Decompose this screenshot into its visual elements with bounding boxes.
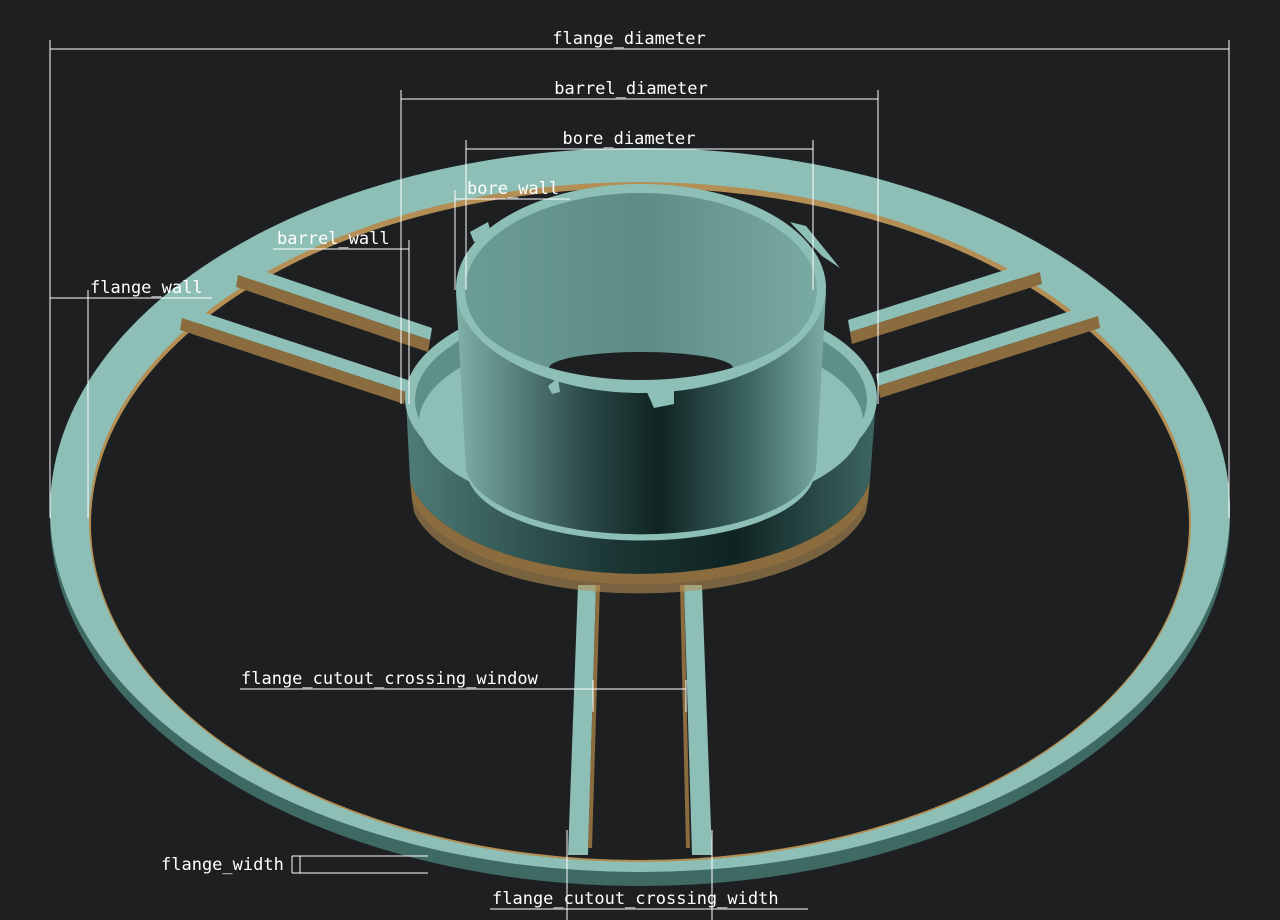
label-flange-cutout-crossing-width: flange_cutout_crossing_width	[492, 889, 779, 909]
label-bore-diameter: bore_diameter	[562, 129, 695, 149]
bore-tube	[456, 184, 840, 541]
dimension-barrel-diameter: barrel_diameter	[400, 79, 879, 404]
label-flange-cutout-crossing-window: flange_cutout_crossing_window	[241, 669, 539, 689]
dimension-flange-width: flange_width	[161, 855, 428, 875]
label-bore-wall: bore_wall	[467, 179, 559, 199]
dimension-flange-cutout-crossing-width: flange_cutout_crossing_width	[490, 830, 808, 920]
flange-spokes	[180, 262, 1100, 855]
label-flange-width: flange_width	[161, 855, 284, 875]
label-barrel-wall: barrel_wall	[277, 229, 390, 249]
dimension-bore-diameter: bore_diameter	[465, 129, 814, 290]
dimension-barrel-wall: barrel_wall	[273, 229, 410, 404]
label-flange-wall: flange_wall	[90, 278, 203, 298]
label-barrel-diameter: barrel_diameter	[554, 79, 708, 99]
dimension-bore-wall: bore_wall	[454, 179, 570, 290]
dimension-flange-wall: flange_wall	[49, 278, 212, 518]
label-flange-diameter: flange_diameter	[552, 29, 706, 49]
dimension-flange-cutout-crossing-window: flange_cutout_crossing_window	[240, 669, 687, 712]
